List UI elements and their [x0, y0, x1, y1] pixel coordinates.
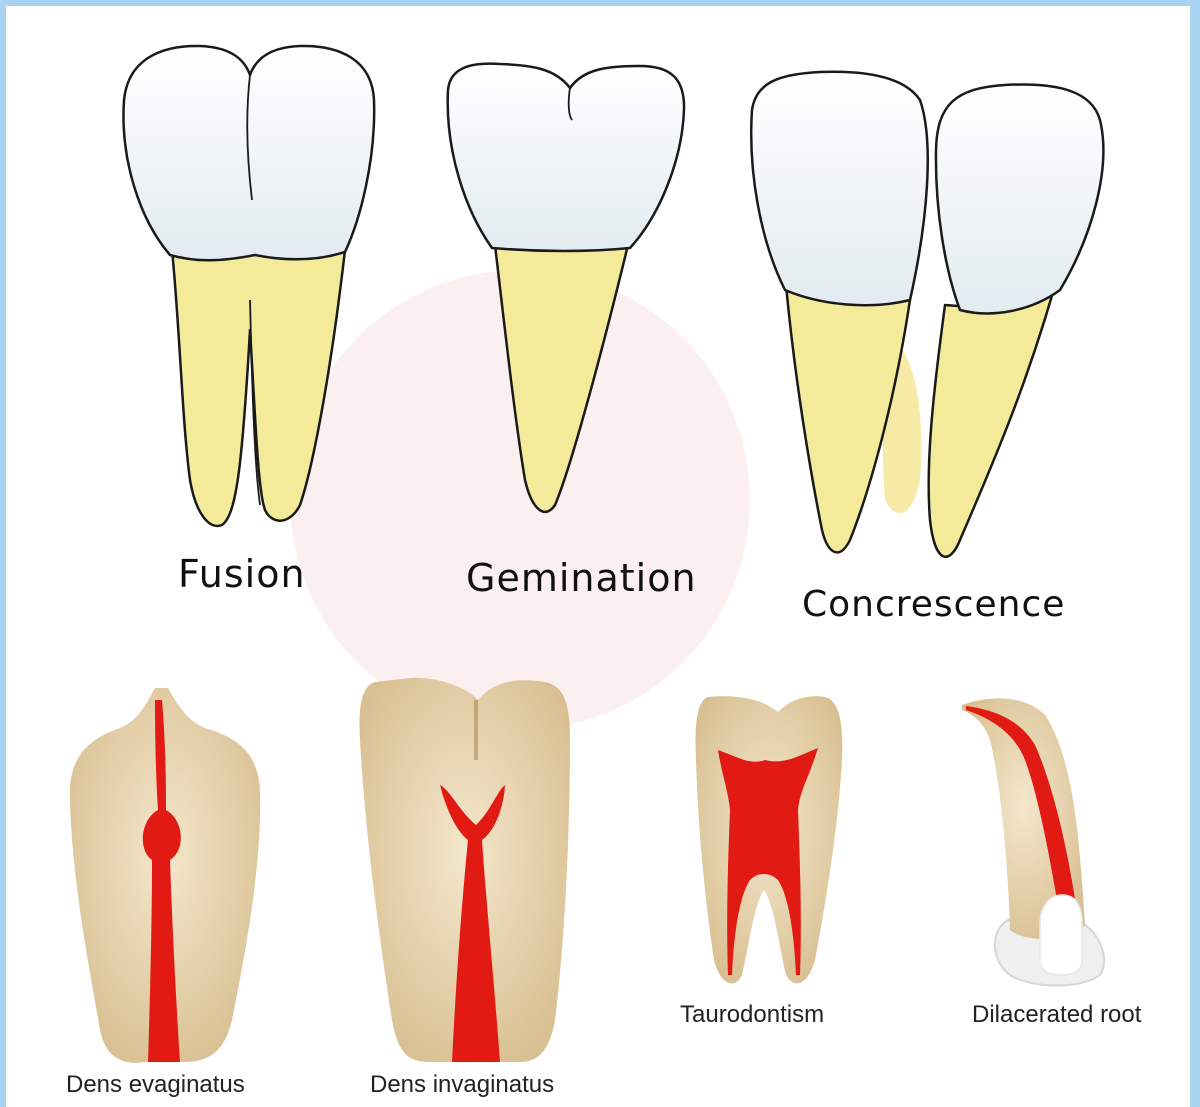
dens-invaginatus-section	[359, 677, 570, 1062]
dilacerated-root-section	[962, 698, 1105, 987]
watermark	[290, 270, 750, 730]
taurodontism-section	[695, 696, 843, 984]
fusion-tooth	[122, 44, 376, 528]
taurodontism-label: Taurodontism	[680, 1001, 825, 1028]
dens-evaginatus-section	[69, 688, 261, 1063]
gemination-tooth	[446, 62, 686, 514]
concrescence-teeth	[750, 70, 1105, 558]
concrescence-label: Concrescence	[802, 584, 1066, 625]
dens-evaginatus-label: Dens evaginatus	[66, 1071, 245, 1098]
fusion-label: Fusion	[178, 552, 306, 596]
dens-invaginatus-label: Dens invaginatus	[370, 1071, 555, 1098]
gemination-label: Gemination	[466, 556, 697, 600]
dilacerated-root-label: Dilacerated root	[972, 1001, 1142, 1028]
